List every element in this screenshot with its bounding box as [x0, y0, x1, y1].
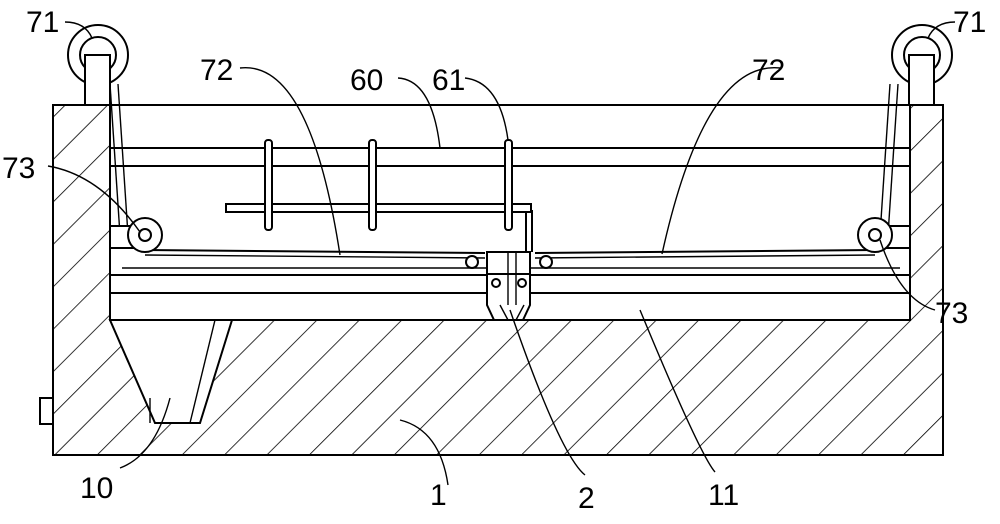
- labels: 71 71 72 72 60 61 73 73 10 1 2 11: [2, 6, 986, 515]
- left-top-pulley: [67, 24, 129, 106]
- label-61: 61: [432, 64, 465, 97]
- label-73-left: 73: [2, 152, 35, 185]
- carriage: [465, 251, 553, 321]
- rake-bar: [225, 139, 533, 252]
- right-top-pulley: [891, 24, 953, 106]
- label-72-right: 72: [752, 54, 785, 87]
- label-60: 60: [350, 64, 383, 97]
- cables: [109, 83, 899, 259]
- leader-lines: [47, 21, 956, 486]
- hopper: [39, 319, 234, 425]
- label-71-right: 71: [953, 6, 986, 39]
- label-11: 11: [708, 479, 739, 512]
- label-2: 2: [578, 482, 595, 515]
- label-71-left: 71: [26, 6, 59, 39]
- label-10: 10: [80, 472, 113, 505]
- label-1: 1: [430, 479, 447, 512]
- right-guide-wheel: [857, 217, 911, 253]
- label-72-left: 72: [200, 54, 233, 87]
- label-73-right: 73: [935, 297, 968, 330]
